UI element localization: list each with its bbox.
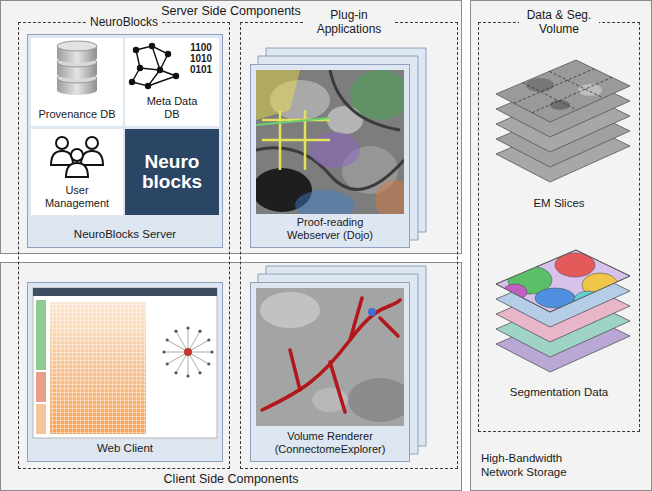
dashed-group: Data & Seg. Volume (478, 22, 640, 432)
app-label: Volume Renderer (ConnectomeExplorer) (260, 430, 400, 456)
group-heading: Plug-in Applications (305, 8, 393, 37)
storage-region: High-Bandwidth Network Storage Data & Seg… (470, 0, 652, 491)
group-heading: Data & Seg. Volume (519, 8, 599, 37)
proofreading-screenshot (256, 70, 404, 214)
tile-label: Meta Data DB (144, 95, 200, 121)
app-frame: Volume Renderer (ConnectomeExplorer) (250, 282, 410, 462)
group-heading: NeuroBlocks (86, 15, 162, 29)
stacked-frames (258, 48, 426, 454)
database-tile: Provenance DB (31, 38, 123, 126)
tile-label: User Management (42, 184, 112, 210)
region-heading: Server Side Components (161, 4, 301, 19)
slice-label: Segmentation Data (510, 386, 608, 400)
logo-text: Neuro blocks (137, 152, 207, 192)
web-client-screenshot (33, 288, 217, 438)
segmentation-stack (496, 250, 630, 372)
label-slot: 1100 1010 0101 (101, 42, 301, 75)
panel-label: Web Client (97, 442, 153, 456)
app-label: Proof-reading Webserver (Dojo) (280, 216, 380, 242)
label-slot: Segmentation Data (459, 386, 652, 400)
dashed-group: Plug-in ApplicationsProof-reading Webser… (240, 22, 458, 469)
region-heading: Client Side Components (164, 472, 299, 487)
volume-render-screenshot (256, 288, 404, 426)
logo-tile: Neuro blocks (125, 129, 219, 215)
dashed-group: NeuroBlocksNeuroBlocks ServerProvenance … (18, 22, 230, 469)
slice-label: EM Slices (533, 197, 584, 211)
region-heading: High-Bandwidth Network Storage (481, 452, 591, 480)
users-icon (51, 137, 103, 177)
client-frame: Web Client (27, 282, 223, 462)
network-icon (129, 43, 179, 89)
database-icon (57, 41, 97, 95)
label-slot: EM Slices (459, 197, 652, 211)
em-slices-stack (496, 60, 630, 182)
app-frame: Proof-reading Webserver (Dojo) (250, 64, 410, 248)
user-tile: User Management (31, 129, 123, 215)
panel-label: NeuroBlocks Server (74, 228, 176, 242)
binary-digits: 1100 1010 0101 (186, 42, 216, 75)
tile-label: Provenance DB (38, 108, 115, 121)
